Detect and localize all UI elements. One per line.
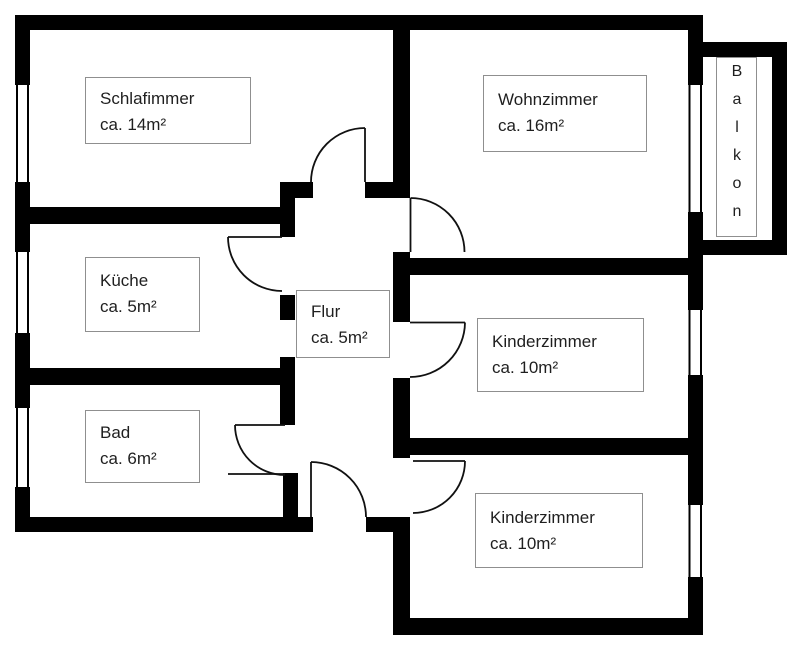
wall-balkon-top [703,42,787,57]
room-area: ca. 16m² [498,116,565,135]
wall-flur-left-mid [280,295,295,320]
wall-outer-left-3 [15,333,30,408]
room-label-kueche: Küche ca. 5m² [85,257,200,332]
room-label-balkon: Balkon [716,57,757,237]
wall-schlafzimmer-wohnzimmer [393,30,410,198]
wall-entrance-stub [366,517,410,532]
room-area: ca. 5m² [100,297,157,316]
wall-schlafzimmer-east-b [365,182,393,198]
door-schlafzimmer [310,127,366,183]
wall-flur-left-upper [280,182,295,237]
room-area: ca. 14m² [100,115,167,134]
door-bad [228,424,286,476]
room-label-kinderzimmer-unten: Kinderzimmer ca. 10m² [475,493,643,568]
wall-balkon-right [772,42,787,255]
wall-balkon-bottom [703,240,772,255]
room-name: Bad [100,423,131,442]
wall-outer-top [15,15,703,30]
wall-wohnzimmer-kinderzimmer [410,258,703,275]
room-name: Kinderzimmer [490,508,595,527]
wall-outer-bottom-left [15,517,313,532]
wall-schlafzimmer-east-a [295,182,313,198]
room-name: Flur [311,302,341,321]
walls [15,15,787,635]
room-name: Wohnzimmer [498,90,598,109]
wall-flur-right-2 [393,378,410,458]
door-kinderzimmer-unten [412,460,466,514]
windows [16,85,702,577]
doors [227,127,466,518]
window-kinderzimmer-unten [688,505,702,577]
room-area: ca. 10m² [492,358,559,377]
window-schlafzimmer [16,85,29,182]
door-kinderzimmer-oben [409,321,466,378]
room-area: ca. 6m² [100,449,157,468]
door-kueche [227,236,283,292]
wall-outer-right-1 [688,15,703,85]
room-area: ca. 10m² [490,534,557,553]
wall-schlafzimmer-kueche [30,207,280,224]
room-label-schlafzimmer: Schlafimmer ca. 14m² [85,77,251,144]
wall-outer-bottom-right [393,618,703,635]
room-label-flur: Flur ca. 5m² [296,290,390,358]
room-name: Balkon [728,63,746,231]
wall-outer-left-1 [15,15,30,85]
window-kinderzimmer-oben [688,310,702,375]
wall-flur-right-3 [393,518,410,635]
wall-flur-right-1 [393,252,410,322]
window-balkon-tuer [688,85,702,212]
room-name: Kinderzimmer [492,332,597,351]
door-wohnzimmer [409,197,466,253]
window-kueche [16,252,29,333]
room-label-bad: Bad ca. 6m² [85,410,200,483]
room-name: Küche [100,271,149,290]
wall-kueche-bad [30,368,280,385]
room-area: ca. 5m² [311,328,368,347]
window-bad [16,408,29,487]
wall-flur-left-stub [283,473,298,517]
door-entrance [310,461,367,518]
room-name: Schlafimmer [100,89,195,108]
wall-outer-left-2 [15,182,30,252]
room-label-kinderzimmer-oben: Kinderzimmer ca. 10m² [477,318,644,392]
room-label-wohnzimmer: Wohnzimmer ca. 16m² [483,75,647,152]
wall-flur-left-lower [280,357,295,425]
wall-kinderzimmer-kinderzimmer [410,438,703,455]
